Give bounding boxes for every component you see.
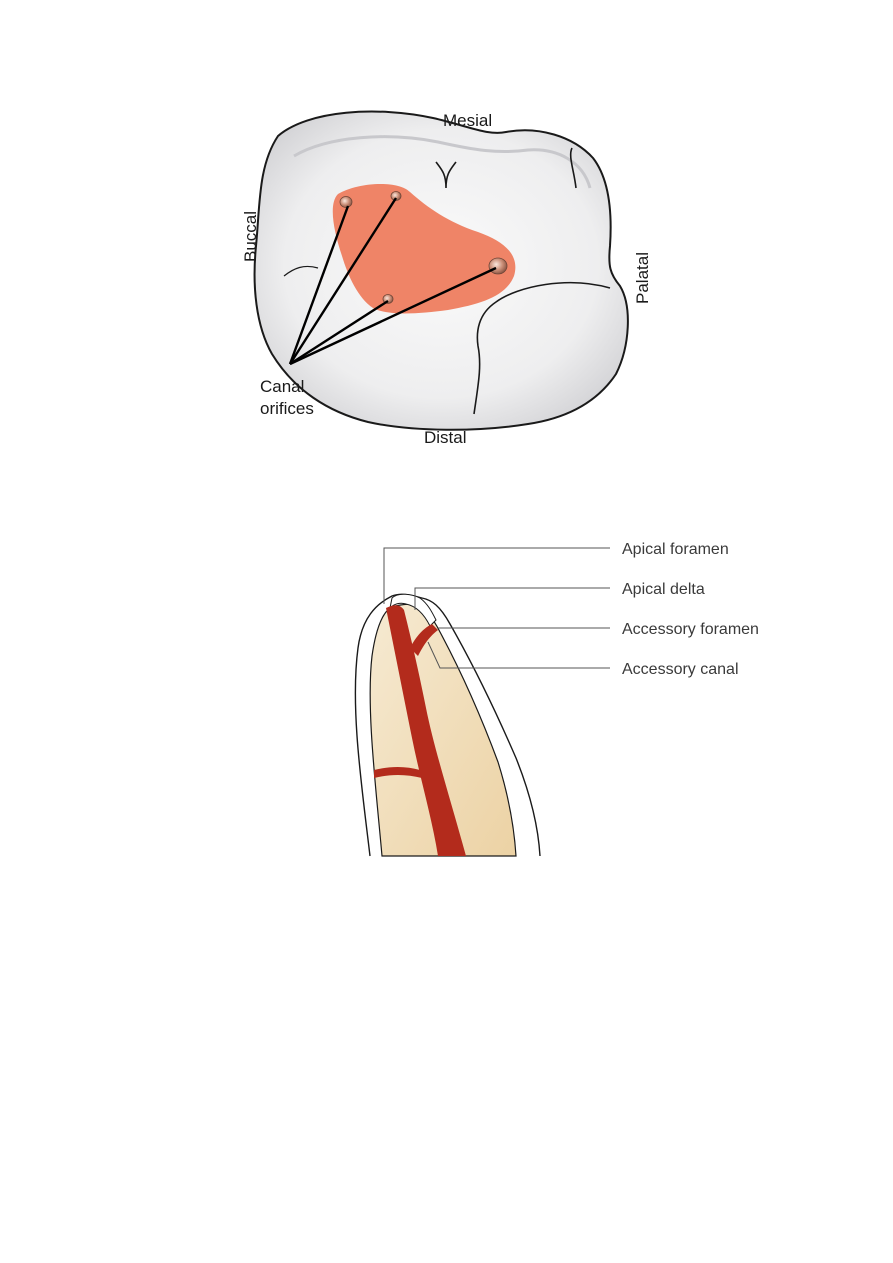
leader-line-2 [288, 197, 398, 365]
accessory-canal-branch [374, 767, 422, 778]
leader-line-1 [288, 205, 350, 365]
canal-orifice-palatal [488, 257, 508, 275]
label-buccal: Buccal [241, 211, 260, 262]
label-canal-orifices-line1: Canal [260, 377, 304, 396]
main-root-canal [386, 605, 466, 856]
apical-delta-branch [410, 624, 438, 656]
leader-accessory-canal [427, 641, 610, 669]
molar-svg: Mesial Distal Buccal Palatal Canal orifi… [241, 110, 650, 446]
molar-occlusal-diagram: Mesial Distal Buccal Palatal Canal orifi… [238, 96, 650, 446]
leader-line-4 [289, 266, 497, 366]
root-apex-diagram: Apical foramen Apical delta Accessory fo… [340, 538, 790, 883]
disto-palatal-groove [569, 147, 577, 189]
canal-orifice-mesiobuccal-2 [390, 191, 402, 201]
palatal-lobe-contour [473, 281, 611, 415]
label-accessory-canal: Accessory canal [622, 661, 739, 678]
label-palatal: Palatal [633, 252, 650, 304]
label-mesial: Mesial [443, 111, 492, 130]
label-distal: Distal [424, 428, 467, 446]
root-apex-svg: Apical foramen Apical delta Accessory fo… [354, 541, 759, 857]
molar-marginal-ridge [293, 135, 592, 189]
leader-apical-delta [414, 587, 610, 610]
label-canal-orifices-line2: orifices [260, 399, 314, 418]
buccal-groove [283, 265, 319, 277]
label-apical-foramen: Apical foramen [622, 541, 729, 558]
leader-apical-foramen [383, 547, 610, 604]
leader-line-3 [289, 299, 389, 366]
mesial-groove [435, 161, 457, 189]
label-apical-delta: Apical delta [622, 581, 705, 598]
canal-orifice-mesiobuccal [339, 196, 353, 208]
label-accessory-foramen: Accessory foramen [622, 621, 759, 638]
